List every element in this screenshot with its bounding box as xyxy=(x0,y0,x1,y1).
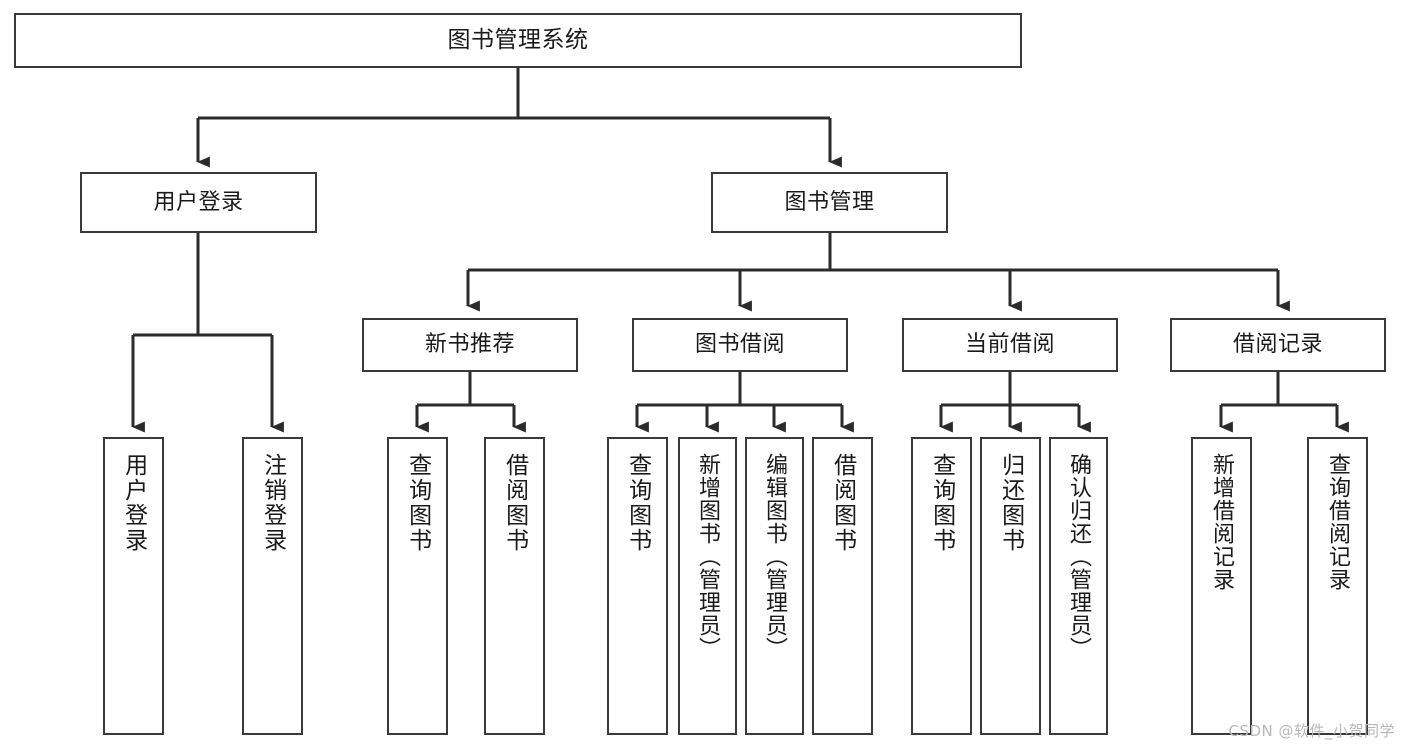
node-leaf-user-login-label: 用户登录 xyxy=(120,453,147,553)
node-leaf-query-book-1[interactable]: 查询图书 xyxy=(387,437,448,735)
node-leaf-query-book-2-label: 查询图书 xyxy=(624,453,651,553)
node-book-manage-label: 图书管理 xyxy=(784,189,875,215)
node-leaf-add-record[interactable]: 新增借阅记录 xyxy=(1191,437,1252,735)
node-leaf-query-book-3[interactable]: 查询图书 xyxy=(911,437,972,735)
node-leaf-return-book[interactable]: 归还图书 xyxy=(980,437,1041,735)
node-leaf-confirm-return[interactable]: 确认归还（管理员） xyxy=(1049,437,1108,735)
node-leaf-borrow-book-1-label: 借阅图书 xyxy=(501,453,528,553)
node-current-borrow[interactable]: 当前借阅 xyxy=(902,318,1118,372)
node-leaf-query-book-3-label: 查询图书 xyxy=(928,453,955,553)
node-leaf-borrow-book-2[interactable]: 借阅图书 xyxy=(812,437,873,735)
node-book-borrow[interactable]: 图书借阅 xyxy=(632,318,848,372)
node-user-login[interactable]: 用户登录 xyxy=(80,172,317,233)
node-new-book-recommend[interactable]: 新书推荐 xyxy=(362,318,578,372)
node-leaf-borrow-book-2-label: 借阅图书 xyxy=(829,453,856,553)
node-leaf-add-book[interactable]: 新增图书（管理员） xyxy=(678,437,737,735)
node-leaf-user-logout[interactable]: 注销登录 xyxy=(242,437,303,735)
node-user-login-label: 用户登录 xyxy=(153,189,244,215)
node-leaf-user-login[interactable]: 用户登录 xyxy=(103,437,164,735)
node-root-label: 图书管理系统 xyxy=(447,26,589,53)
node-leaf-query-record[interactable]: 查询借阅记录 xyxy=(1307,437,1368,735)
watermark-label: CSDN @软件_小贺同学 xyxy=(1228,722,1395,740)
node-book-manage[interactable]: 图书管理 xyxy=(711,172,948,233)
node-new-book-recommend-label: 新书推荐 xyxy=(424,332,515,358)
node-leaf-edit-book[interactable]: 编辑图书（管理员） xyxy=(745,437,804,735)
node-leaf-add-book-label: 新增图书（管理员） xyxy=(695,453,721,660)
node-leaf-query-book-2[interactable]: 查询图书 xyxy=(607,437,668,735)
node-leaf-confirm-return-label: 确认归还（管理员） xyxy=(1066,453,1092,660)
node-book-borrow-label: 图书借阅 xyxy=(694,332,785,358)
node-leaf-add-record-label: 新增借阅记录 xyxy=(1209,453,1235,591)
node-leaf-user-logout-label: 注销登录 xyxy=(259,453,286,553)
node-leaf-query-record-label: 查询借阅记录 xyxy=(1325,453,1351,591)
node-current-borrow-label: 当前借阅 xyxy=(964,332,1055,358)
node-root[interactable]: 图书管理系统 xyxy=(14,13,1022,68)
node-leaf-borrow-book-1[interactable]: 借阅图书 xyxy=(484,437,545,735)
node-borrow-record-label: 借阅记录 xyxy=(1232,332,1323,358)
node-borrow-record[interactable]: 借阅记录 xyxy=(1170,318,1386,372)
node-leaf-query-book-1-label: 查询图书 xyxy=(404,453,431,553)
node-leaf-edit-book-label: 编辑图书（管理员） xyxy=(762,453,788,660)
node-leaf-return-book-label: 归还图书 xyxy=(997,453,1024,553)
